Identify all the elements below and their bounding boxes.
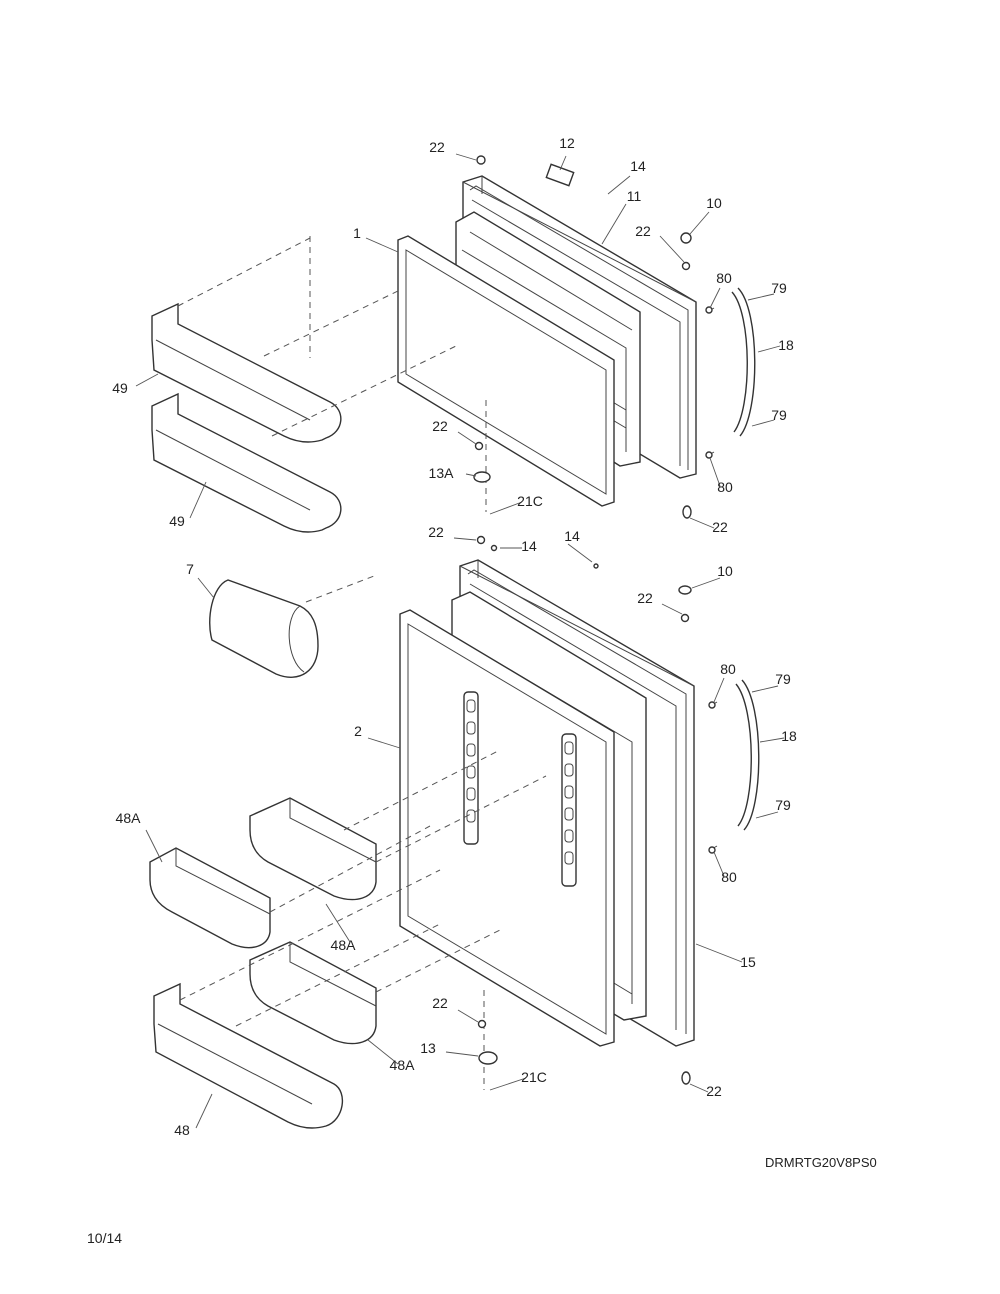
part-label-79: 79 (775, 671, 791, 687)
egg-storage-tray (209, 579, 319, 678)
part-label-22: 22 (635, 223, 651, 239)
fresh-food-door-handle (709, 679, 760, 851)
part-label-18: 18 (778, 337, 794, 353)
freezer-dashed-guides (177, 236, 487, 512)
drawing-code: DRMRTG20V8PS0 (765, 1155, 877, 1170)
part-label-13a: 13A (429, 465, 455, 481)
fresh-food-dashed-guides (179, 575, 547, 1090)
door-bin-small-right-upper (249, 797, 377, 901)
freezer-door-handle (706, 287, 756, 457)
part-label-7: 7 (186, 561, 194, 577)
part-label-13: 13 (420, 1040, 436, 1056)
freezer-door-gasket (397, 235, 615, 507)
part-label-79: 79 (771, 280, 787, 296)
part-label-22: 22 (432, 995, 448, 1011)
freezer-small-parts (473, 155, 713, 519)
door-bin-small-right-lower (249, 941, 377, 1045)
part-label-15: 15 (740, 954, 756, 970)
part-label-80: 80 (716, 270, 732, 286)
fresh-food-door-shelf-rails (463, 691, 577, 887)
freezer-door-bin-upper (151, 302, 342, 443)
fresh-food-door-gasket (399, 609, 615, 1047)
part-label-14: 14 (630, 158, 646, 174)
part-label-22: 22 (706, 1083, 722, 1099)
part-label-14: 14 (521, 538, 537, 554)
part-label-1: 1 (353, 225, 361, 241)
door-bin-large (153, 982, 344, 1129)
part-label-48a: 48A (331, 937, 357, 953)
door-bin-small-left (149, 847, 271, 949)
page-number: 10/14 (87, 1230, 122, 1246)
part-label-48: 48 (174, 1122, 190, 1138)
part-label-10: 10 (717, 563, 733, 579)
part-label-18: 18 (781, 728, 797, 744)
part-label-80: 80 (717, 479, 733, 495)
part-label-2: 2 (354, 723, 362, 739)
part-label-79: 79 (775, 797, 791, 813)
part-label-48a: 48A (116, 810, 142, 826)
part-label-22: 22 (637, 590, 653, 606)
part-label-80: 80 (721, 869, 737, 885)
part-label-10: 10 (706, 195, 722, 211)
leader-lines (135, 153, 785, 1129)
part-label-22: 22 (432, 418, 448, 434)
part-label-22: 22 (429, 139, 445, 155)
part-label-22: 22 (712, 519, 728, 535)
part-label-14: 14 (564, 528, 580, 544)
part-label-21c: 21C (517, 493, 543, 509)
part-label-79: 79 (771, 407, 787, 423)
part-label-12: 12 (559, 135, 575, 151)
part-label-49: 49 (169, 513, 185, 529)
fresh-food-small-parts (476, 535, 716, 1085)
part-label-11: 11 (627, 188, 642, 204)
part-label-22: 22 (428, 524, 444, 540)
part-label-21c: 21C (521, 1069, 547, 1085)
part-label-80: 80 (720, 661, 736, 677)
freezer-door-bin-lower (151, 392, 342, 533)
part-label-48a: 48A (390, 1057, 416, 1073)
part-label-49: 49 (112, 380, 128, 396)
